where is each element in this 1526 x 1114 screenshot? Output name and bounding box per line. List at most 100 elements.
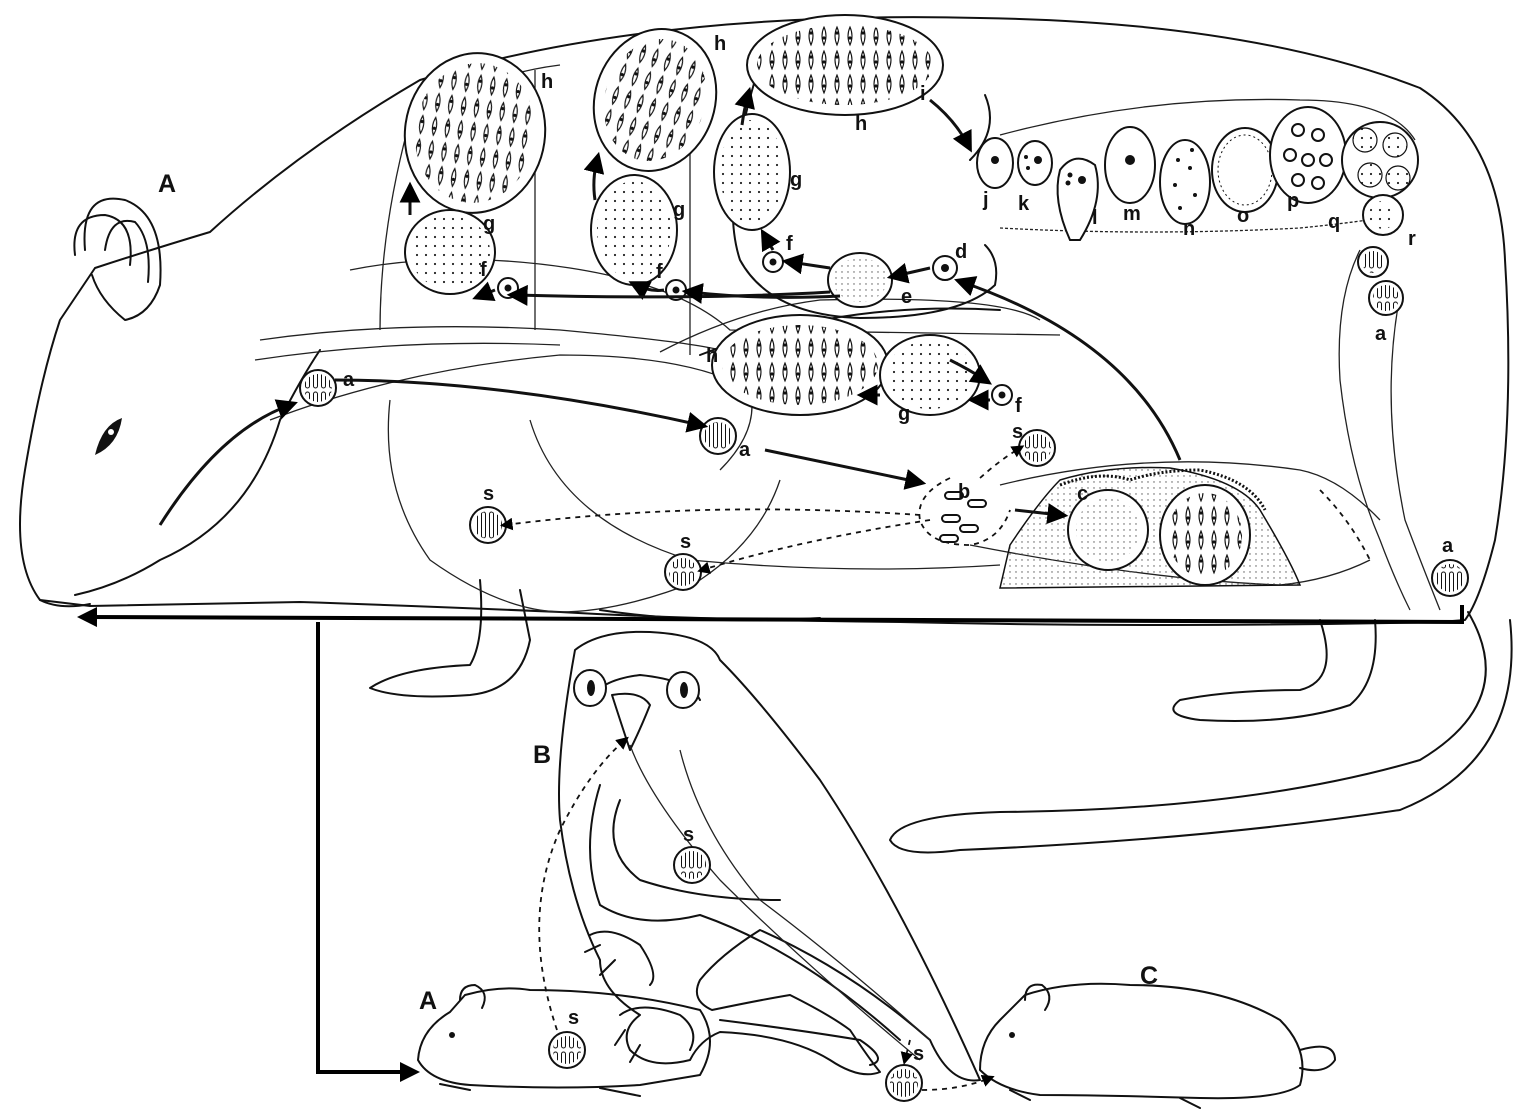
label-g-1: g	[483, 213, 495, 235]
sporocyst-s-feces	[886, 1065, 922, 1101]
dashed-arrow-to-s3	[980, 448, 1020, 478]
sporocyst-s-2	[665, 554, 701, 590]
intestine-dotted-wall	[1320, 490, 1370, 560]
cell-k	[1018, 141, 1052, 185]
cell-r	[1363, 195, 1403, 235]
dashed-arrow-prey-to-owl	[539, 740, 625, 1030]
cyst-h-4	[712, 315, 888, 415]
c-tissue	[1000, 468, 1300, 589]
label-a-3: a	[739, 439, 751, 461]
label-f-2: f	[656, 261, 663, 283]
host-label-b: B	[533, 741, 551, 769]
label-a-1: a	[1375, 323, 1387, 345]
arrow-d-to-e	[895, 268, 930, 276]
label-g-2: g	[673, 199, 685, 221]
cell-d	[933, 256, 957, 280]
dashed-arrow-owl-to-feces	[905, 1040, 910, 1060]
rodent-hind-leg	[1173, 620, 1375, 721]
label-g-4: g	[898, 403, 910, 425]
label-s-4: s	[683, 824, 694, 846]
cyst-h-1	[395, 44, 556, 222]
label-s-5: s	[568, 1007, 579, 1029]
small-rodent-a-tail	[720, 1020, 878, 1065]
label-s-1: s	[1012, 421, 1023, 443]
arrow-f-to-g-1	[480, 290, 495, 296]
cell-m	[1105, 127, 1155, 203]
label-j: j	[982, 189, 989, 211]
label-l: l	[1092, 207, 1098, 229]
sporocyst-s-owl	[674, 847, 710, 883]
arrow-i-to-j	[930, 100, 968, 145]
cell-f-4	[992, 385, 1012, 405]
label-m: m	[1123, 203, 1141, 225]
rodent-trachea	[260, 327, 720, 350]
label-h-3: h	[855, 113, 867, 135]
intestinal-tissue-c	[1000, 468, 1300, 589]
rodent-intestine	[530, 420, 1000, 569]
label-f-1: f	[480, 259, 487, 281]
label-s-2: s	[483, 483, 494, 505]
gametogony-row	[977, 107, 1418, 240]
label-f-4: f	[1015, 395, 1022, 417]
owl-host-b	[559, 632, 980, 1081]
label-s-6: s	[913, 1043, 924, 1065]
rodent-eye	[95, 418, 122, 455]
label-c: c	[1077, 483, 1088, 505]
label-a-2: a	[343, 369, 355, 391]
small-rodent-c-body	[980, 984, 1303, 1098]
arrow-f-to-g-3	[765, 236, 773, 250]
host-label-a-large: A	[158, 170, 176, 198]
sporocyst-s-1	[470, 507, 506, 543]
small-rodent-c-eye	[1009, 1032, 1015, 1038]
cell-o	[1212, 128, 1278, 212]
c-cyst-2-content	[1168, 493, 1242, 577]
label-h-4: h	[706, 345, 718, 367]
arrow-a-to-b	[765, 450, 918, 482]
label-f-3: f	[786, 233, 793, 255]
label-r: r	[1408, 228, 1416, 250]
label-n: n	[1183, 218, 1195, 240]
owl-pupil-left	[587, 680, 595, 696]
label-o: o	[1237, 205, 1249, 227]
label-p: p	[1287, 190, 1299, 212]
small-rodent-c-ear	[1025, 985, 1049, 1010]
small-rodent-c-feet	[1010, 1090, 1200, 1108]
owl-pupil-right	[680, 682, 688, 698]
label-k: k	[1018, 193, 1030, 215]
sporocyst-s-3	[1019, 430, 1055, 466]
oocyst-a-4	[700, 418, 736, 454]
cell-j	[977, 138, 1013, 188]
host-label-a-small: A	[419, 987, 437, 1015]
arrow-mouth-to-a	[160, 405, 290, 525]
c-cyst-1-content	[1076, 498, 1140, 562]
label-i: i	[920, 83, 926, 105]
dashed-arrow-to-s1	[505, 509, 920, 525]
arrow-e-to-f	[790, 262, 830, 268]
arrow-g-to-h-2	[594, 160, 597, 200]
label-g-3: g	[790, 169, 802, 191]
label-b: b	[958, 481, 970, 503]
label-e: e	[901, 286, 912, 308]
cell-q	[1342, 122, 1418, 198]
owl-gut-2	[680, 750, 930, 1040]
owl-beak	[612, 694, 650, 750]
arrow-f-to-g-2	[636, 285, 664, 290]
rodent-front-leg	[370, 580, 530, 696]
label-d: d	[955, 241, 967, 263]
small-rodent-c-tail	[1300, 1047, 1335, 1071]
rodent-tail	[890, 612, 1512, 852]
cell-n	[1160, 140, 1210, 224]
owl-wing	[590, 785, 900, 1040]
cyst-g-3-content	[720, 120, 784, 224]
return-arrow-to-mouth	[85, 605, 1462, 622]
label-q: q	[1328, 211, 1340, 233]
oocyst-a-3	[300, 370, 336, 406]
cyst-g-4-content	[886, 341, 974, 409]
oocyst-a-1	[1358, 247, 1388, 277]
dashed-arrow-to-s2	[702, 520, 930, 570]
host-label-c: C	[1140, 962, 1158, 990]
return-arrow-to-small-rodent	[318, 622, 412, 1072]
cell-f-3	[763, 252, 783, 272]
